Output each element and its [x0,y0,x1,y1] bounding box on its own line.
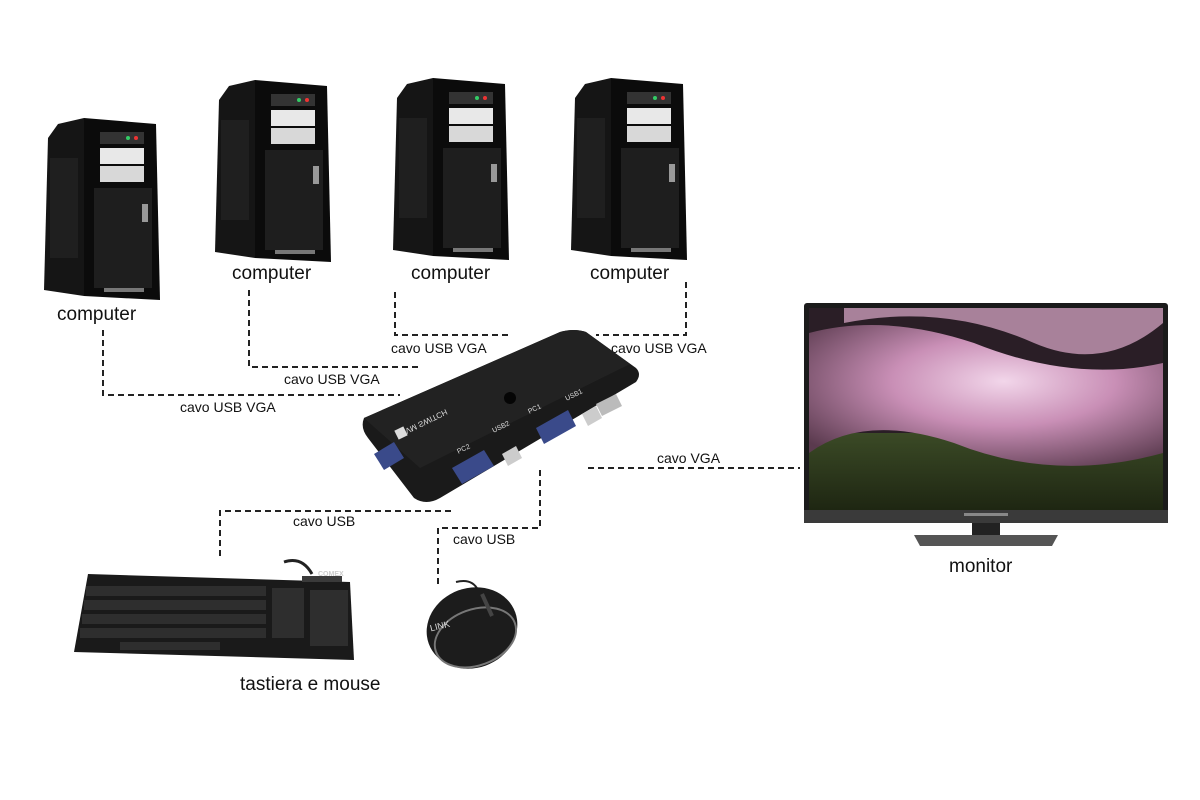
cable-pc3 [394,292,510,336]
keyboard [72,556,362,671]
monitor-label: monitor [949,556,1013,577]
computer-tower-3 [393,78,513,265]
computer-label-3: computer [411,263,491,284]
cable-label-mouse: cavo USB [453,531,516,547]
computer-tower-4 [571,78,691,265]
keyboard-brand: COMEX [318,571,344,578]
cable-pc2 [248,290,420,368]
peripherals-label: tastiera e mouse [240,674,381,695]
cable-label-pc1: cavo USB VGA [180,399,276,415]
cable-pc1 [102,330,400,396]
cable-label-pc4: cavo USB VGA [611,340,707,356]
computer-label-2: computer [232,263,312,284]
cable-label-monitor: cavo VGA [657,450,721,466]
mouse [422,576,520,677]
cable-label-pc3: cavo USB VGA [391,340,487,356]
computer-tower-2 [215,80,335,267]
cable-keyboard [219,510,455,556]
cable-pc4 [596,282,687,336]
cable-label-pc2: cavo USB VGA [284,371,380,387]
cable-label-keyboard: cavo USB [293,513,356,529]
computer-label-1: computer [57,304,137,325]
computer-label-4: computer [590,263,670,284]
monitor [804,303,1168,554]
kvm-switch [360,328,640,513]
computer-tower-1 [44,118,164,305]
